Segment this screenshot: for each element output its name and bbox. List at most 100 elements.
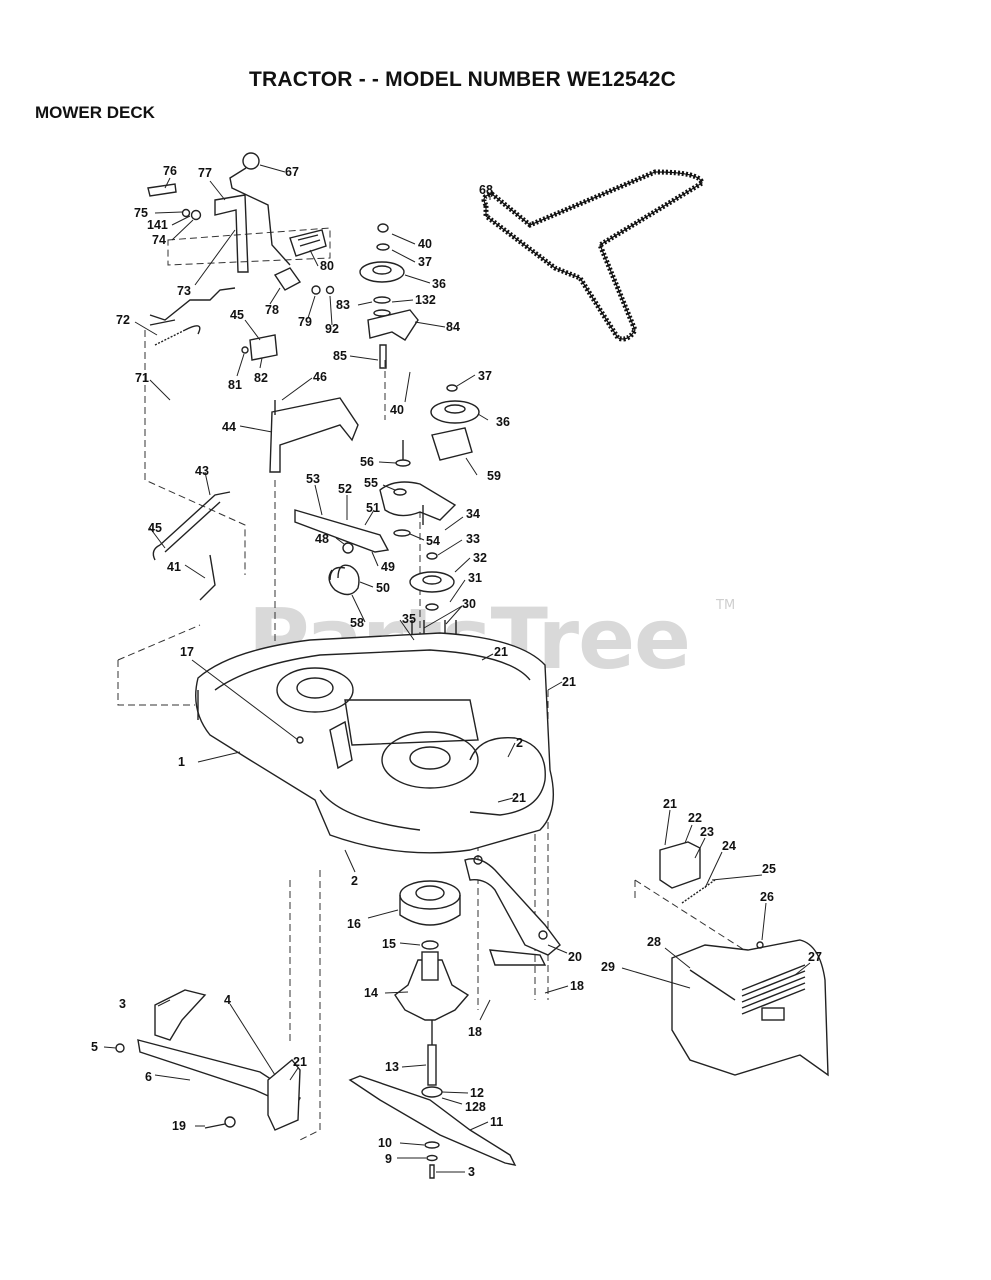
callout-51: 51 bbox=[366, 501, 380, 515]
callout-29: 29 bbox=[601, 960, 615, 974]
callout-33: 33 bbox=[466, 532, 480, 546]
callout-58: 58 bbox=[350, 616, 364, 630]
callout-37a: 37 bbox=[418, 255, 432, 269]
callout-40a: 40 bbox=[418, 237, 432, 251]
callout-4: 4 bbox=[224, 993, 231, 1007]
callout-17: 17 bbox=[180, 645, 194, 659]
callout-52: 52 bbox=[338, 482, 352, 496]
callout-45a: 45 bbox=[230, 308, 244, 322]
callout-5: 5 bbox=[91, 1040, 98, 1054]
callout-19: 19 bbox=[172, 1119, 186, 1133]
callout-54: 54 bbox=[426, 534, 440, 548]
callout-77: 77 bbox=[198, 166, 212, 180]
callout-79: 79 bbox=[298, 315, 312, 329]
callout-84: 84 bbox=[446, 320, 460, 334]
callout-73: 73 bbox=[177, 284, 191, 298]
callout-10: 10 bbox=[378, 1136, 392, 1150]
callout-132: 132 bbox=[415, 293, 436, 307]
callout-45b: 45 bbox=[148, 521, 162, 535]
bracket-44 bbox=[269, 397, 359, 473]
callout-22: 22 bbox=[688, 811, 702, 825]
callout-2b: 2 bbox=[351, 874, 358, 888]
callout-49: 49 bbox=[381, 560, 395, 574]
callout-24: 24 bbox=[722, 839, 736, 853]
callout-44: 44 bbox=[222, 420, 236, 434]
callout-leader-lines bbox=[103, 164, 811, 1173]
callout-72: 72 bbox=[116, 313, 130, 327]
callout-32: 32 bbox=[473, 551, 487, 565]
callout-40b: 40 bbox=[390, 403, 404, 417]
callout-21b: 21 bbox=[562, 675, 576, 689]
callout-48: 48 bbox=[315, 532, 329, 546]
callout-80: 80 bbox=[320, 259, 334, 273]
callout-36b: 36 bbox=[496, 415, 510, 429]
callout-85: 85 bbox=[333, 349, 347, 363]
idler-arm-assembly bbox=[294, 509, 390, 596]
callout-37b: 37 bbox=[478, 369, 492, 383]
spindle-assembly bbox=[348, 880, 517, 1179]
callout-55: 55 bbox=[364, 476, 378, 490]
callout-21d: 21 bbox=[663, 797, 677, 811]
callout-81: 81 bbox=[228, 378, 242, 392]
callout-21a: 21 bbox=[494, 645, 508, 659]
pulley-stack bbox=[359, 223, 480, 665]
callout-78: 78 bbox=[265, 303, 279, 317]
springs-and-rods bbox=[149, 287, 278, 601]
callout-67: 67 bbox=[285, 165, 299, 179]
discharge-chute bbox=[659, 841, 829, 1077]
callout-35: 35 bbox=[402, 612, 416, 626]
callout-128: 128 bbox=[465, 1100, 486, 1114]
page-title: TRACTOR - - MODEL NUMBER WE12542C bbox=[248, 68, 677, 91]
callout-9: 9 bbox=[385, 1152, 392, 1166]
callout-76: 76 bbox=[163, 164, 177, 178]
watermark-trademark: TM bbox=[716, 598, 736, 613]
callout-27: 27 bbox=[808, 950, 822, 964]
mower-deck-housing bbox=[195, 632, 555, 854]
callout-2a: 2 bbox=[516, 736, 523, 750]
callout-16: 16 bbox=[347, 917, 361, 931]
callout-36a: 36 bbox=[432, 277, 446, 291]
callout-3a: 3 bbox=[119, 997, 126, 1011]
callout-3b: 3 bbox=[468, 1165, 475, 1179]
callout-68: 68 bbox=[479, 183, 493, 197]
callout-18a: 18 bbox=[570, 979, 584, 993]
callout-43: 43 bbox=[195, 464, 209, 478]
callout-50: 50 bbox=[376, 581, 390, 595]
callout-75: 75 bbox=[134, 206, 148, 220]
callout-92: 92 bbox=[325, 322, 339, 336]
callout-30: 30 bbox=[462, 597, 476, 611]
callout-21e: 21 bbox=[293, 1055, 307, 1069]
callout-41: 41 bbox=[167, 560, 181, 574]
callout-74: 74 bbox=[152, 233, 166, 247]
callout-31: 31 bbox=[468, 571, 482, 585]
callout-28: 28 bbox=[647, 935, 661, 949]
callout-11: 11 bbox=[490, 1115, 503, 1129]
callout-71: 71 bbox=[135, 371, 149, 385]
callout-34: 34 bbox=[466, 507, 480, 521]
belt-guide-20 bbox=[464, 855, 561, 966]
callout-46: 46 bbox=[313, 370, 327, 384]
callout-12: 12 bbox=[470, 1086, 484, 1100]
front-hanger-brackets bbox=[115, 989, 301, 1131]
callout-1: 1 bbox=[178, 755, 185, 769]
section-title: MOWER DECK bbox=[35, 103, 155, 122]
callout-23: 23 bbox=[700, 825, 714, 839]
callout-15: 15 bbox=[382, 937, 396, 951]
callout-20: 20 bbox=[568, 950, 582, 964]
callout-6: 6 bbox=[145, 1070, 152, 1084]
callout-56: 56 bbox=[360, 455, 374, 469]
callout-21c: 21 bbox=[512, 791, 526, 805]
callout-59: 59 bbox=[487, 469, 501, 483]
callout-83: 83 bbox=[336, 298, 350, 312]
callout-53: 53 bbox=[306, 472, 320, 486]
callout-26: 26 bbox=[760, 890, 774, 904]
callout-14: 14 bbox=[364, 986, 378, 1000]
callout-141: 141 bbox=[147, 218, 168, 232]
callout-25: 25 bbox=[762, 862, 776, 876]
callout-82: 82 bbox=[254, 371, 268, 385]
callout-labels: 76 77 67 68 75 141 74 40 37 80 36 73 78 … bbox=[91, 164, 822, 1179]
belt-68 bbox=[481, 169, 705, 342]
callout-18b: 18 bbox=[468, 1025, 482, 1039]
callout-13: 13 bbox=[385, 1060, 399, 1074]
